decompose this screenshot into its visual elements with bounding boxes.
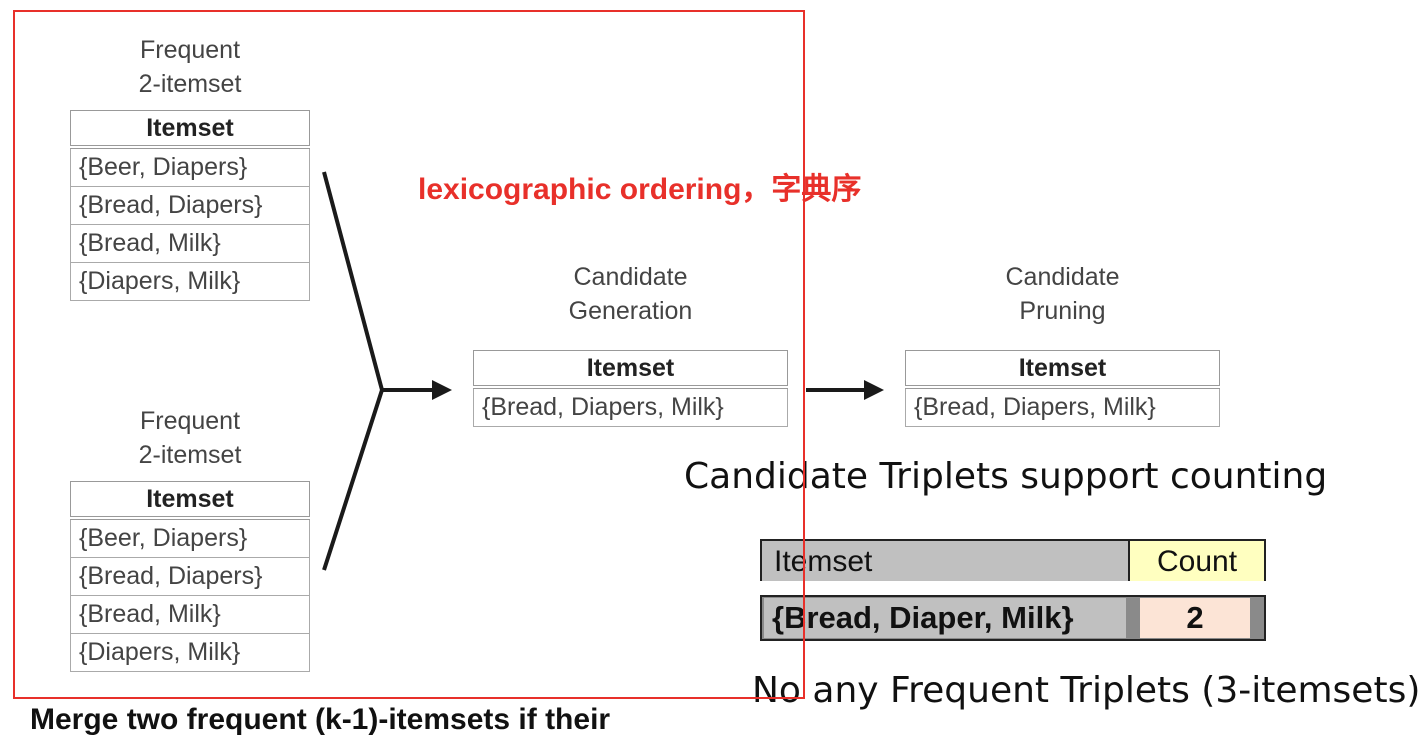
conclusion-text: No any Frequent Triplets (3-itemsets) xyxy=(752,670,1421,711)
table-row: {Bread, Diapers, Milk} xyxy=(473,386,788,427)
top-table-caption: Frequent 2-itemset xyxy=(70,33,310,101)
table-header: Itemset xyxy=(473,350,788,389)
top-itemset-table: Itemset {Beer, Diapers} {Bread, Diapers}… xyxy=(70,110,310,301)
table-row: {Beer, Diapers} xyxy=(70,146,310,187)
generation-caption: Candidate Generation xyxy=(473,260,788,328)
table-header: Itemset xyxy=(905,350,1220,389)
table-row: {Bread, Milk} xyxy=(70,224,310,263)
merge-arrows xyxy=(322,171,884,571)
table-row: {Beer, Diapers} xyxy=(70,517,310,558)
table-row: {Diapers, Milk} xyxy=(70,633,310,672)
itemset-cell: {Bread, Diapers, Milk} xyxy=(473,386,788,427)
caption-line: Frequent xyxy=(139,407,241,435)
caption-line: Candidate xyxy=(573,263,688,291)
caption-line: Candidate xyxy=(1005,263,1120,291)
pruning-itemset-table: Itemset {Bread, Diapers, Milk} xyxy=(905,350,1220,427)
table-row: {Bread, Diaper, Milk} 2 xyxy=(760,595,1266,641)
arrow-head xyxy=(432,380,452,400)
generation-itemset-table: Itemset {Bread, Diapers, Milk} xyxy=(473,350,788,427)
count-table: Itemset Count {Bread, Diaper, Milk} 2 xyxy=(760,539,1266,641)
bottom-table-caption: Frequent 2-itemset xyxy=(70,404,310,472)
itemset-cell: {Bread, Milk} xyxy=(70,224,310,263)
table-header: Itemset xyxy=(70,481,310,520)
row-count: 2 xyxy=(1140,598,1250,638)
itemset-cell: {Bread, Diapers, Milk} xyxy=(905,386,1220,427)
caption-line: Pruning xyxy=(1019,297,1106,325)
count-table-header: Itemset Count xyxy=(760,539,1266,581)
arrow-head xyxy=(864,380,884,400)
caption-line: 2-itemset xyxy=(138,70,242,98)
table-row: {Bread, Milk} xyxy=(70,595,310,634)
support-counting-title: Candidate Triplets support counting xyxy=(684,456,1328,497)
header-count: Count xyxy=(1128,541,1264,581)
itemset-cell: {Diapers, Milk} xyxy=(70,633,310,672)
header-itemset: Itemset xyxy=(762,541,1128,581)
lexicographic-annotation: lexicographic ordering，字典序 xyxy=(418,173,862,206)
table-row: {Diapers, Milk} xyxy=(70,262,310,301)
caption-line: 2-itemset xyxy=(138,441,242,469)
pruning-caption: Candidate Pruning xyxy=(905,260,1220,328)
itemset-cell: {Beer, Diapers} xyxy=(70,146,310,187)
itemset-cell: {Diapers, Milk} xyxy=(70,262,310,301)
caption-line: Generation xyxy=(568,297,693,325)
itemset-cell: {Beer, Diapers} xyxy=(70,517,310,558)
table-header: Itemset xyxy=(70,110,310,149)
cut-off-text: Merge two frequent (k-1)-itemsets if the… xyxy=(30,703,611,736)
row-itemset: {Bread, Diaper, Milk} xyxy=(764,598,1126,638)
table-row: {Bread, Diapers, Milk} xyxy=(905,386,1220,427)
highlight-box xyxy=(13,10,805,699)
bottom-itemset-table: Itemset {Beer, Diapers} {Bread, Diapers}… xyxy=(70,481,310,672)
itemset-cell: {Bread, Milk} xyxy=(70,595,310,634)
caption-line: Frequent xyxy=(139,36,241,64)
